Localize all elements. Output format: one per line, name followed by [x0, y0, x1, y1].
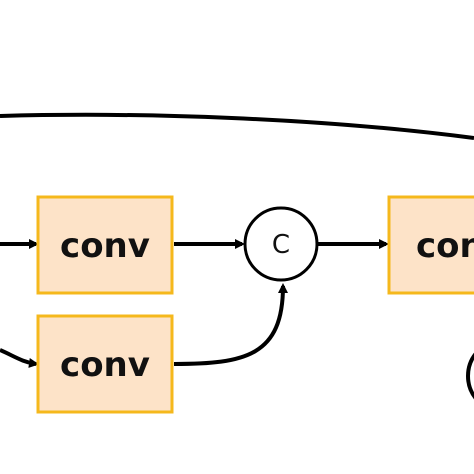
conv-block-top-label: conv — [60, 226, 150, 266]
conv-block-top: conv — [36, 195, 174, 295]
partial-node-bottom-right — [466, 352, 474, 400]
conv-block-bottom: conv — [36, 314, 174, 414]
conv-block-bottom-label: conv — [60, 345, 150, 385]
conv-block-right-label: conv — [416, 226, 474, 266]
concat-node-label: C — [272, 230, 290, 260]
conv-block-right: conv — [387, 195, 474, 295]
arrow-conv-bottom-to-concat — [173, 283, 288, 366]
input-arrow-bottom — [0, 348, 39, 368]
skip-connection-arrow — [0, 112, 474, 140]
concat-node: C — [243, 206, 319, 282]
